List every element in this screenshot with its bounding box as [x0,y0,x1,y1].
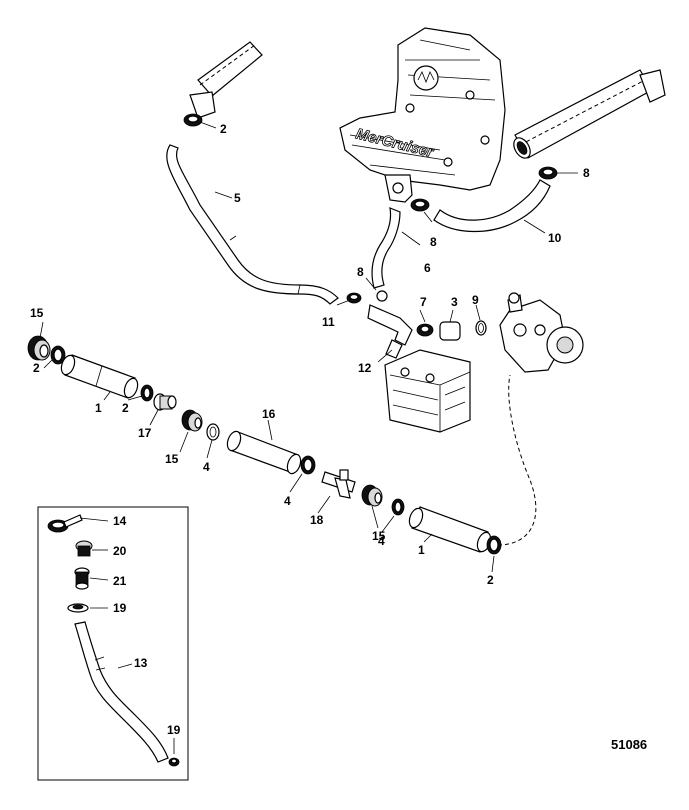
label-8-center: 8 [430,235,437,249]
label-2-left: 2 [33,361,40,375]
fitting-12 [367,304,413,359]
label-21: 21 [113,574,127,588]
label-1-left: 1 [95,401,102,415]
clamp-4-right [391,498,405,516]
hose-1-left [60,354,139,399]
part-labels: 2 5 8 8 10 6 8 11 7 3 9 12 15 2 1 2 17 1… [30,122,590,737]
clamp-2-mid [140,384,154,402]
fitting-15-right [361,484,383,507]
clamp-19-bottom [168,757,180,767]
hose-route-dashed [497,374,537,546]
label-2-mid: 2 [122,401,129,415]
fitting-20 [75,540,93,557]
label-5: 5 [234,191,241,205]
hose-5 [166,144,339,305]
label-18: 18 [310,513,324,527]
label-10: 10 [548,231,562,245]
label-3: 3 [451,295,458,309]
clamp-2-right [486,535,502,555]
cap-14 [47,514,83,533]
label-16: 16 [262,407,276,421]
clamp-7 [416,323,434,337]
clamp-9 [475,320,487,336]
label-19-bottom: 19 [167,723,181,737]
fitting-17 [153,393,177,411]
hose-16 [226,430,302,475]
hose-10 [433,179,551,233]
fitting-21 [74,567,90,590]
label-15-mid: 15 [165,452,179,466]
inset-frame [37,506,189,781]
water-pipe-upper-right [513,69,666,159]
exhaust-manifold: MerCruiser [339,27,506,203]
label-15-left: 15 [30,306,44,320]
label-4-left: 4 [203,460,210,474]
clamp-4-left [206,423,220,441]
label-4-right: 4 [378,534,385,548]
label-8-small: 8 [357,265,364,279]
sleeve-3 [439,321,461,341]
label-13: 13 [134,656,148,670]
label-1-right: 1 [418,543,425,557]
label-4-center: 4 [284,494,291,508]
label-12: 12 [358,361,372,375]
seawater-pump [499,292,584,373]
label-8-right: 8 [583,166,590,180]
clamp-8-right [538,166,558,180]
hose-1-right [408,506,492,553]
fitting-15-left [27,335,51,361]
label-17: 17 [138,426,152,440]
label-14: 14 [113,514,127,528]
hose-6 [371,207,401,289]
label-15-right: 15 [372,529,386,543]
tee-18 [321,469,356,499]
figure-number: 51086 [611,737,647,752]
label-20: 20 [113,544,127,558]
cooler-assembly [384,349,471,433]
hose-13 [74,621,169,763]
label-2-top: 2 [220,122,227,136]
water-pipe-upper-left [189,41,263,119]
clamp-11 [346,292,362,304]
clamp-2-left [50,345,66,365]
label-11: 11 [322,315,335,329]
leader-lines [39,121,578,754]
clamp-4-center [300,455,316,475]
label-19-top: 19 [113,601,127,615]
label-9: 9 [472,293,479,307]
label-2-right: 2 [487,573,494,587]
label-6: 6 [424,261,431,275]
clamp-19-top [67,603,89,613]
clamp-8-center [410,198,430,212]
washer-8 [376,290,388,302]
label-7: 7 [420,295,427,309]
clamp-2-top [183,113,203,127]
fitting-15-mid [181,409,203,432]
